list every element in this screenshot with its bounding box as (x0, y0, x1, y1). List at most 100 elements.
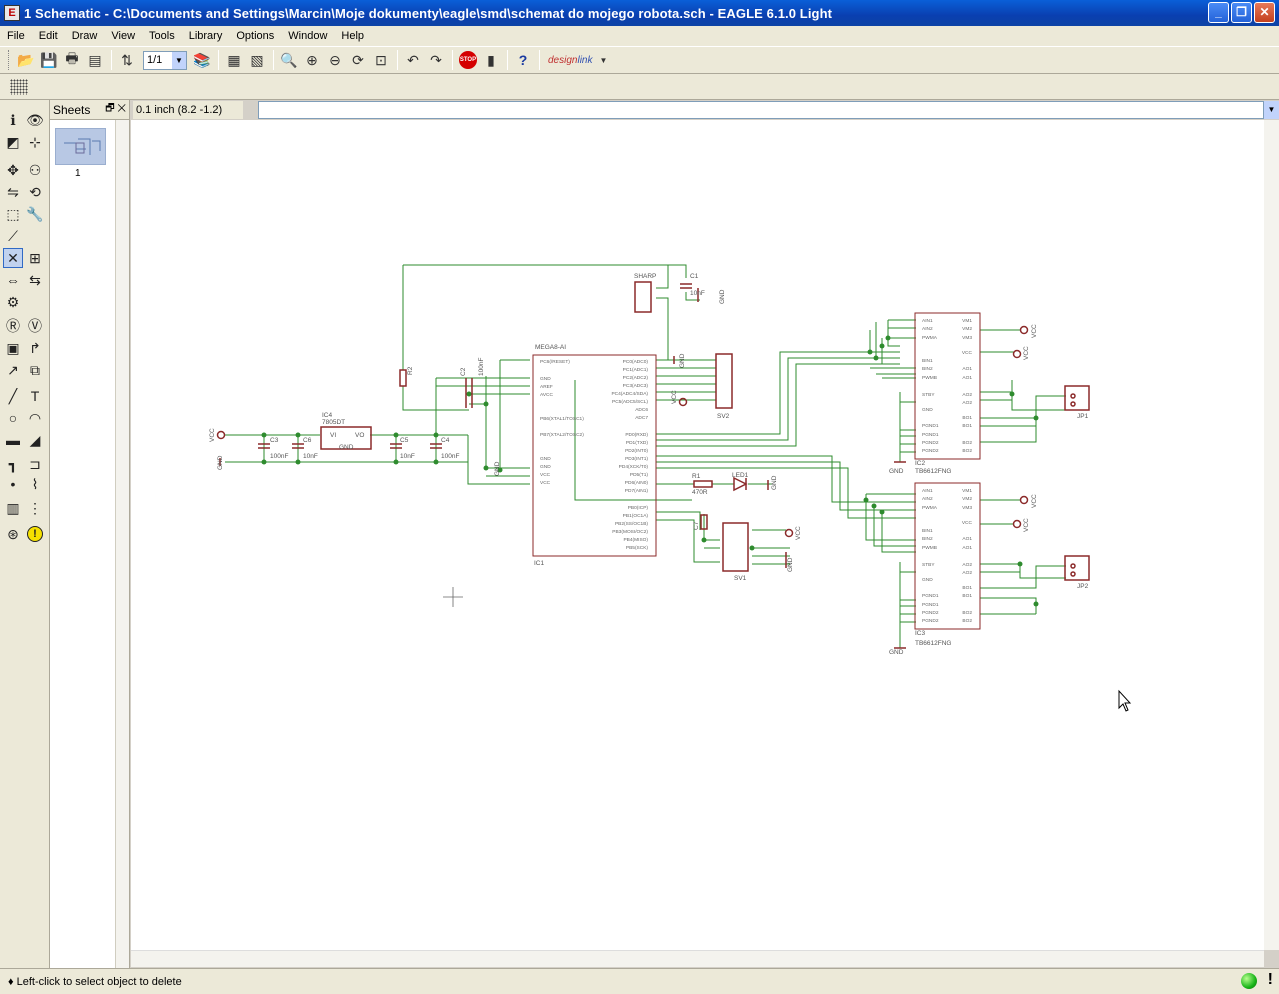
sheets-scrollbar[interactable] (115, 120, 129, 968)
svg-text:BIN1: BIN1 (922, 358, 933, 364)
name-icon[interactable]: Ⓡ (6, 318, 20, 334)
smash-icon[interactable]: ▣ (6, 339, 20, 356)
value-icon[interactable]: Ⓥ (28, 318, 42, 334)
schematic-canvas[interactable]: SHARP C1 10nF GND MEGA8-AI IC1 R2 C2 100… (131, 120, 1264, 950)
zoom-out-icon[interactable]: ⊖ (329, 51, 341, 68)
junction-icon[interactable]: • (10, 476, 16, 492)
show-icon[interactable]: 👁 (26, 111, 44, 128)
vertical-scrollbar[interactable] (1264, 120, 1279, 950)
info-icon[interactable]: ℹ (10, 111, 16, 128)
menu-tools[interactable]: Tools (149, 30, 175, 42)
zoom-select-icon[interactable]: ⊡ (375, 51, 387, 68)
menu-options[interactable]: Options (236, 30, 275, 42)
chevron-down-icon[interactable]: ▼ (1264, 101, 1279, 119)
go-icon[interactable]: ▮ (487, 51, 495, 68)
ratsnest-icon[interactable]: ⋮ (28, 499, 42, 516)
delete-icon[interactable]: ✕ (3, 248, 23, 268)
miter-icon[interactable]: ⟋ (8, 227, 18, 244)
text-icon[interactable]: T (30, 388, 40, 404)
svg-text:PB0(ICP): PB0(ICP) (628, 505, 649, 511)
display-layers-icon[interactable]: ◩ (6, 133, 20, 150)
board-icon[interactable]: ⇅ (121, 51, 133, 68)
led1-symbol (733, 476, 748, 492)
rectangle-icon[interactable]: ▬ (6, 432, 20, 448)
cam-icon[interactable]: ▤ (88, 51, 102, 68)
svg-text:AIN2: AIN2 (922, 496, 933, 502)
label-gnd-left: GND (217, 455, 224, 470)
copy-icon[interactable]: ⚇ (28, 161, 42, 178)
label-gnd-ic2: GND (889, 468, 904, 475)
svg-text:PGND2: PGND2 (922, 440, 939, 446)
help-icon[interactable]: ? (518, 52, 528, 68)
grid-icon[interactable] (10, 78, 28, 95)
group-icon[interactable]: ⬚ (6, 205, 20, 222)
svg-text:PC4(ADC4/SDA): PC4(ADC4/SDA) (611, 391, 648, 397)
label-c3-value: 100nF (270, 453, 288, 460)
chevron-down-icon[interactable]: ▼ (599, 55, 608, 65)
designlink-logo[interactable]: designlink (548, 54, 593, 66)
maximize-button[interactable]: ❐ (1231, 2, 1252, 23)
warning-icon[interactable]: ! (25, 524, 45, 544)
sheets-panel: Sheets 🗗 ✕ 1 (50, 100, 130, 968)
zoom-redraw-icon[interactable]: ⟳ (352, 51, 364, 68)
close-button[interactable]: ✕ (1254, 2, 1275, 23)
menu-file[interactable]: File (7, 30, 25, 42)
arc-icon[interactable]: ◠ (28, 409, 42, 426)
move-icon[interactable]: ✥ (7, 161, 19, 178)
add-icon[interactable]: ⊞ (29, 249, 41, 266)
sheet-select[interactable]: 1/1 ▼ (143, 50, 187, 70)
errors-icon[interactable]: ⊛ (7, 525, 19, 542)
bus-icon[interactable]: ┓ (8, 455, 18, 472)
eagle-app-icon[interactable]: E (4, 5, 20, 21)
mirror-icon[interactable]: ⇋ (7, 183, 19, 200)
zoom-in-icon[interactable]: ⊕ (306, 51, 318, 68)
gateswap-icon[interactable]: ⚙ (6, 293, 20, 310)
use-library-icon[interactable]: 📚 (193, 51, 211, 68)
script-icon[interactable]: ▦ (227, 51, 241, 68)
replace-icon[interactable]: ⇔ (6, 272, 20, 288)
mark-icon[interactable]: ⊹ (29, 133, 41, 150)
menu-library[interactable]: Library (188, 30, 223, 42)
wire-icon[interactable]: ╱ (8, 387, 18, 404)
circle-icon[interactable]: ○ (8, 410, 18, 426)
sheet-thumbnail[interactable] (55, 128, 106, 165)
open-icon[interactable]: 📂 (17, 51, 35, 68)
svg-text:PD0(RXD): PD0(RXD) (625, 432, 648, 438)
menu-view[interactable]: View (111, 30, 136, 42)
split-icon[interactable]: ↱ (29, 339, 41, 356)
ic3-body (914, 482, 981, 630)
attribute-icon[interactable]: ▥ (6, 499, 20, 516)
menu-edit[interactable]: Edit (38, 30, 58, 42)
status-exclamation-icon[interactable]: ! (1267, 971, 1273, 988)
toolbar-grip[interactable] (8, 50, 11, 70)
svg-text:AIN2: AIN2 (922, 326, 933, 332)
change-icon[interactable]: 🔧 (26, 205, 44, 222)
minimize-button[interactable]: _ (1208, 2, 1229, 23)
redo-icon[interactable]: ↷ (430, 51, 442, 68)
zoom-fit-icon[interactable]: 🔍 (280, 51, 298, 68)
polygon-icon[interactable]: ◢ (29, 431, 41, 448)
net-icon[interactable]: ⊐ (29, 455, 41, 472)
stop-button[interactable]: STOP (457, 49, 479, 71)
menu-help[interactable]: Help (341, 30, 365, 42)
rotate-icon[interactable]: ⟲ (29, 183, 41, 200)
run-icon[interactable]: ▧ (250, 51, 264, 68)
undo-icon[interactable]: ↶ (407, 51, 419, 68)
float-icon[interactable]: 🗗 ✕ (105, 103, 126, 114)
svg-text:PGND1: PGND1 (922, 593, 939, 599)
command-input[interactable] (258, 101, 1264, 119)
label-c3: C3 (270, 437, 279, 444)
save-icon[interactable]: 💾 (40, 51, 58, 68)
print-icon[interactable]: 🖶 (65, 50, 79, 66)
horizontal-scrollbar[interactable] (131, 950, 1264, 967)
pinswap-icon[interactable]: ⇆ (29, 271, 41, 288)
erc-icon[interactable]: ⧉ (30, 361, 40, 378)
label-mega: MEGA8-AI (535, 344, 566, 351)
label-gnd-ic3: GND (889, 649, 904, 656)
invoke-icon[interactable]: ↗ (7, 361, 19, 378)
svg-text:VM2: VM2 (962, 496, 972, 502)
label-icon[interactable]: ⌇ (31, 475, 39, 492)
menu-draw[interactable]: Draw (71, 30, 98, 42)
svg-text:BO2: BO2 (962, 448, 972, 454)
menu-window[interactable]: Window (288, 30, 328, 42)
